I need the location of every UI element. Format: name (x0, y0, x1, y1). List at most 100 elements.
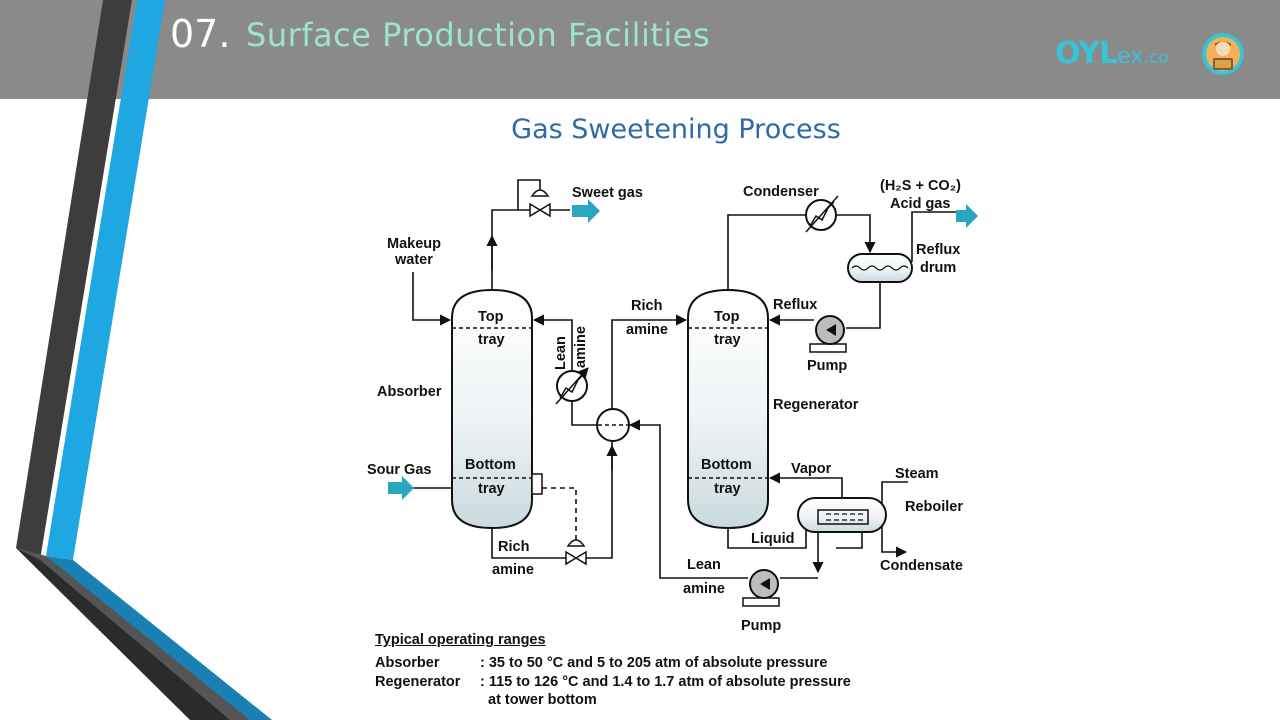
lean-amine-from-pump (628, 419, 748, 579)
brand-wordmark: OYLex.co (1055, 36, 1169, 71)
blue-stripe-lower (46, 556, 272, 720)
sweet-gas-label: Sweet gas (572, 185, 643, 201)
sweet-gas-arrow (572, 199, 600, 223)
liquid-label: Liquid (751, 531, 795, 547)
regenerator-top-tray-label: tray (714, 332, 741, 348)
pump-base (809, 343, 847, 353)
ops-row-value: : 115 to 126 °C and 1.4 to 1.7 atm of ab… (480, 674, 851, 690)
lean-amine-cooler (555, 367, 589, 405)
rich-amine-in-label-2: amine (626, 322, 668, 338)
regenerator-top-label: Top (714, 309, 740, 325)
valve-body-left (565, 550, 578, 566)
absorber-vessel (451, 288, 533, 530)
sour-gas-arrow (388, 476, 414, 500)
rich-amine-valve (565, 539, 587, 566)
reflux-label: Reflux (773, 297, 817, 313)
absorber-label: Absorber (377, 384, 442, 400)
rich-to-regenerator-line (611, 314, 688, 410)
reflux-line (846, 282, 881, 329)
blue-stripe-upper (46, 0, 165, 560)
valve-body-right (538, 202, 551, 218)
slide-number: 07. (170, 12, 231, 56)
pump-arrow (826, 324, 836, 336)
absorber-column (451, 288, 543, 530)
pump-arrow (760, 578, 770, 590)
ops-row-continuation: at tower bottom (488, 692, 597, 708)
regen-overhead-line (727, 214, 806, 290)
regenerator-vessel (687, 288, 769, 530)
valve-body-right (574, 550, 587, 566)
rich-amine-in-label-1: Rich (631, 298, 662, 314)
vapor-line (768, 472, 843, 498)
diagram-title: Gas Sweetening Process (511, 114, 841, 145)
condenser-to-drum-line (836, 214, 876, 254)
condensate-line (881, 520, 908, 558)
lean-amine-pump-label-1: Lean (687, 557, 721, 573)
valve-actuator (530, 189, 550, 197)
makeup-water-label-2: water (394, 252, 433, 268)
header-bar (0, 0, 1280, 99)
brand-tld: .co (1143, 48, 1169, 68)
regenerator-label: Regenerator (773, 397, 859, 413)
condenser-label: Condenser (743, 184, 819, 200)
ops-row-absorber: Absorber : 35 to 50 °C and 5 to 205 atm o… (375, 655, 827, 671)
reboiler-label: Reboiler (905, 499, 963, 515)
valve-actuator (566, 539, 586, 547)
lean-amine-pump-label-2: amine (683, 581, 725, 597)
rich-amine-out-label-2: amine (492, 562, 534, 578)
acid-gas-formula-label: (H₂S + CO₂) (880, 178, 961, 194)
reboiler (797, 497, 887, 533)
reflux-drum (847, 253, 913, 283)
absorber-bottom-label: Bottom (465, 457, 516, 473)
reflux-drum-label-2: drum (920, 260, 956, 276)
acid-gas-arrow (956, 204, 978, 228)
condenser (805, 195, 839, 233)
reflux-pump-label: Pump (807, 358, 847, 374)
level-sensor (531, 473, 543, 495)
regenerator-column (687, 288, 769, 530)
valve-body-left (529, 202, 542, 218)
vapor-label: Vapor (791, 461, 832, 477)
condensate-label: Condensate (880, 558, 963, 574)
acid-gas-label: Acid gas (890, 196, 950, 212)
reflux-pump (809, 315, 847, 353)
absorber-top-tray-label: tray (478, 332, 505, 348)
dark-stripe-upper (16, 0, 132, 560)
slide-title: Surface Production Facilities (246, 16, 711, 54)
diagram-labels: Sweet gas Makeup water Absorber Sour Gas… (367, 178, 963, 634)
lean-amine-pump (742, 569, 780, 607)
liquid-out-line (727, 525, 807, 549)
ops-row-name: Regenerator (375, 674, 461, 690)
teal-arrows (388, 199, 978, 500)
dark-wedge-lower (16, 548, 230, 720)
brand-logo: OYLex.co (1055, 30, 1250, 86)
ops-row-value: : 35 to 50 °C and 5 to 205 atm of absolu… (480, 655, 828, 671)
lean-pump-label: Pump (741, 618, 781, 634)
regenerator-bottom-tray-label: tray (714, 481, 741, 497)
lean-amine-vertical-2: amine (573, 326, 589, 368)
sweet-gas-valve-bypass (517, 179, 541, 210)
acid-gas-line (911, 211, 960, 262)
ops-row-name: Absorber (375, 655, 440, 671)
ops-row-regenerator: Regenerator : 115 to 126 °C and 1.4 to 1.… (375, 674, 851, 690)
rich-amine-out-label-1: Rich (498, 539, 529, 555)
steam-label: Steam (895, 466, 939, 482)
reboiler-shell (797, 497, 887, 533)
regenerator-bottom-label: Bottom (701, 457, 752, 473)
makeup-water-line (412, 272, 452, 326)
heat-exchanger (596, 408, 630, 442)
operating-ranges-title: Typical operating ranges (375, 632, 546, 648)
sweet-gas-valve (529, 189, 551, 218)
sour-gas-label: Sour Gas (367, 462, 431, 478)
sweet-gas-line (491, 209, 570, 290)
absorber-top-label: Top (478, 309, 504, 325)
reboiler-return-line (836, 530, 863, 549)
brand-sub: ex (1117, 44, 1144, 69)
drum-body (847, 253, 913, 283)
pump-base (742, 597, 780, 607)
rich-amine-out-line (491, 440, 613, 559)
reflux-drum-label-1: Reflux (916, 242, 960, 258)
absorber-bottom-tray-label: tray (478, 481, 505, 497)
avatar-icon (1202, 33, 1244, 75)
